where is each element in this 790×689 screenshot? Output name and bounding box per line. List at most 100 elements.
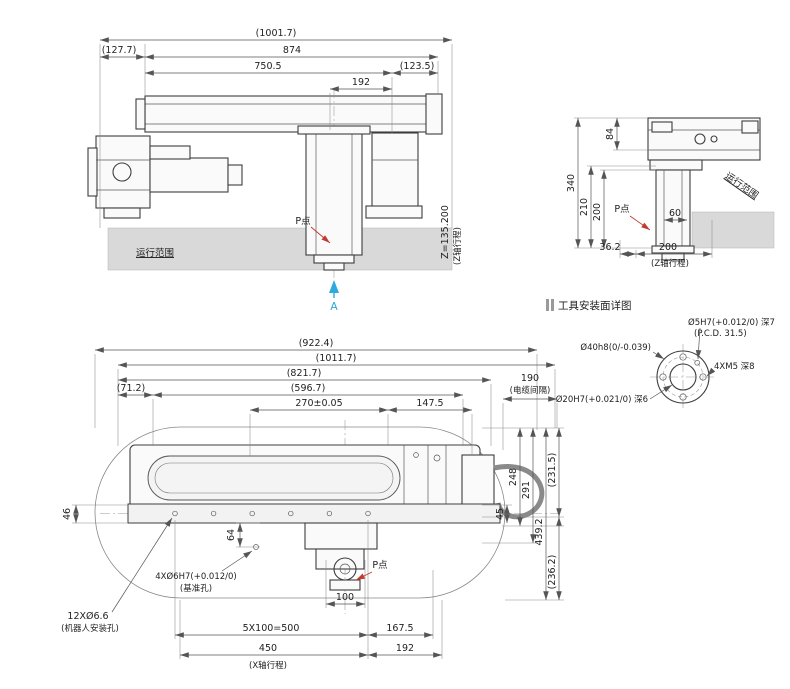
dim-248: 248 <box>508 468 519 486</box>
dim-340: 340 <box>566 174 577 192</box>
top-view-part <box>94 420 558 614</box>
p-point-leader <box>310 226 331 244</box>
dim-46: 46 <box>62 508 73 520</box>
z-stroke-note: (Z轴行程) <box>651 258 689 269</box>
side-view-dimensions: (1001.7) (127.7) 874 750.5 (123.5) 192 Z… <box>99 28 463 313</box>
dim-147-5: 147.5 <box>416 398 443 409</box>
p-point-leader <box>355 571 373 581</box>
leader-line <box>706 367 716 377</box>
tool-detail: 工具安装面详图 Ø5H7(+0.012/0) 深7 (P.C.D. 31.5) … <box>546 299 775 411</box>
top-view-dimensions: (922.4) (1011.7) (821.7) (71.2) (596.7) … <box>61 338 564 671</box>
dim-200: 200 <box>592 203 603 221</box>
dim-190: 190 <box>521 373 539 384</box>
dowel-hole <box>694 360 700 366</box>
end-view-part <box>647 117 775 261</box>
end-view: 340 210 200 84 60 36.2 200 (Z轴行程) P点 运行范… <box>566 117 775 269</box>
tap-hole <box>679 393 687 401</box>
tap-hole <box>659 373 667 381</box>
p-point-label: P点 <box>295 216 311 227</box>
dim-439-2: 439.2 <box>534 518 545 545</box>
mount-hole <box>326 510 333 517</box>
leader-line <box>221 550 253 572</box>
side-view-part: 运行范围 <box>87 88 453 278</box>
tool-flange <box>323 262 345 271</box>
z-column <box>305 132 363 256</box>
pcd-label: (P.C.D. 31.5) <box>694 329 747 339</box>
leader-line <box>695 327 702 360</box>
dim-overall: (1001.7) <box>256 28 297 39</box>
dim-60: 60 <box>669 208 681 219</box>
dim-596-7: (596.7) <box>291 383 326 394</box>
dim-1011-7: (1011.7) <box>316 353 357 364</box>
dim-922-4: (922.4) <box>299 338 334 349</box>
dim-167-5: 167.5 <box>386 623 413 634</box>
dim-750-5: 750.5 <box>254 61 281 72</box>
mount-hole <box>172 510 178 517</box>
side-view: 运行范围 <box>87 28 463 313</box>
dim-821-7: (821.7) <box>287 368 322 379</box>
range-label: 运行范围 <box>723 170 761 202</box>
mount-hole <box>210 510 217 517</box>
dim-45: 45 <box>495 508 506 520</box>
z-stroke-note: (Z轴行程) <box>452 227 463 265</box>
z-column <box>655 169 691 247</box>
dim-84: 84 <box>605 128 616 140</box>
cable-note: (电缆间隔) <box>510 385 551 396</box>
z-stroke-label: Z=135.200 <box>440 205 451 259</box>
motion-range-band <box>691 211 775 249</box>
extension-lines <box>99 44 453 228</box>
tap-holes-label: 4XM5 深8 <box>714 362 755 372</box>
dim-left-offset: (127.7) <box>102 45 137 56</box>
flange-od-label: Ø40h8(0/-0.039) <box>580 342 651 353</box>
arm-joint <box>112 162 132 182</box>
top-view: (922.4) (1011.7) (821.7) (71.2) (596.7) … <box>61 338 564 671</box>
dim-36-2: 36.2 <box>599 242 620 253</box>
tap-hole <box>679 353 687 361</box>
mount-hole <box>249 510 255 517</box>
connector-box <box>461 454 495 514</box>
arm-slot <box>147 455 401 501</box>
z-carriage <box>304 522 378 550</box>
datum-note: (基准孔) <box>180 583 212 594</box>
dim-64: 64 <box>226 529 237 541</box>
title-bullet <box>546 299 549 311</box>
range-label: 运行范围 <box>136 247 174 259</box>
dim-192: 192 <box>352 77 370 88</box>
pcd-circle <box>662 356 704 398</box>
leader-line <box>652 351 665 360</box>
p-point-label: P点 <box>372 560 388 571</box>
center-bore <box>669 363 697 391</box>
detail-title: 工具安装面详图 <box>558 299 632 312</box>
title-bullet <box>551 299 554 311</box>
dim-270: 270±0.05 <box>295 398 342 409</box>
p-point-label: P点 <box>614 204 630 215</box>
section-letter: A <box>330 300 338 313</box>
dim-100: 100 <box>336 592 354 603</box>
dim-z-stroke: 200 <box>659 242 677 253</box>
dim-236-2: (236.2) <box>547 555 558 590</box>
flange-outer-circle <box>656 350 710 404</box>
base-rail <box>127 503 501 524</box>
dim-291: 291 <box>521 481 532 499</box>
mount-hole <box>365 510 371 517</box>
tap-hole <box>699 373 707 381</box>
leader-line <box>111 517 173 613</box>
x-stroke-note: (X轴行程) <box>249 660 287 671</box>
datum-holes-label: 4XØ6H7(+0.012/0) <box>155 571 237 582</box>
dowel-hole-label: Ø5H7(+0.012/0) 深7 <box>688 317 775 328</box>
dim-874: 874 <box>283 45 301 56</box>
dim-71-2: (71.2) <box>117 383 146 394</box>
extension-lines <box>72 354 564 659</box>
dim-210: 210 <box>579 198 590 216</box>
motion-range-band <box>107 227 453 271</box>
dim-pitch: 5X100=500 <box>243 623 300 634</box>
dim-231-5: (231.5) <box>547 453 558 488</box>
center-bore-label: Ø20H7(+0.021/0) 深6 <box>556 394 648 405</box>
connector <box>741 120 759 134</box>
dim-450: 450 <box>259 643 277 654</box>
section-arrow <box>329 280 339 293</box>
mount-holes-label: 12XØ6.6 <box>67 611 108 622</box>
dim-right-offset: (123.5) <box>400 61 435 72</box>
